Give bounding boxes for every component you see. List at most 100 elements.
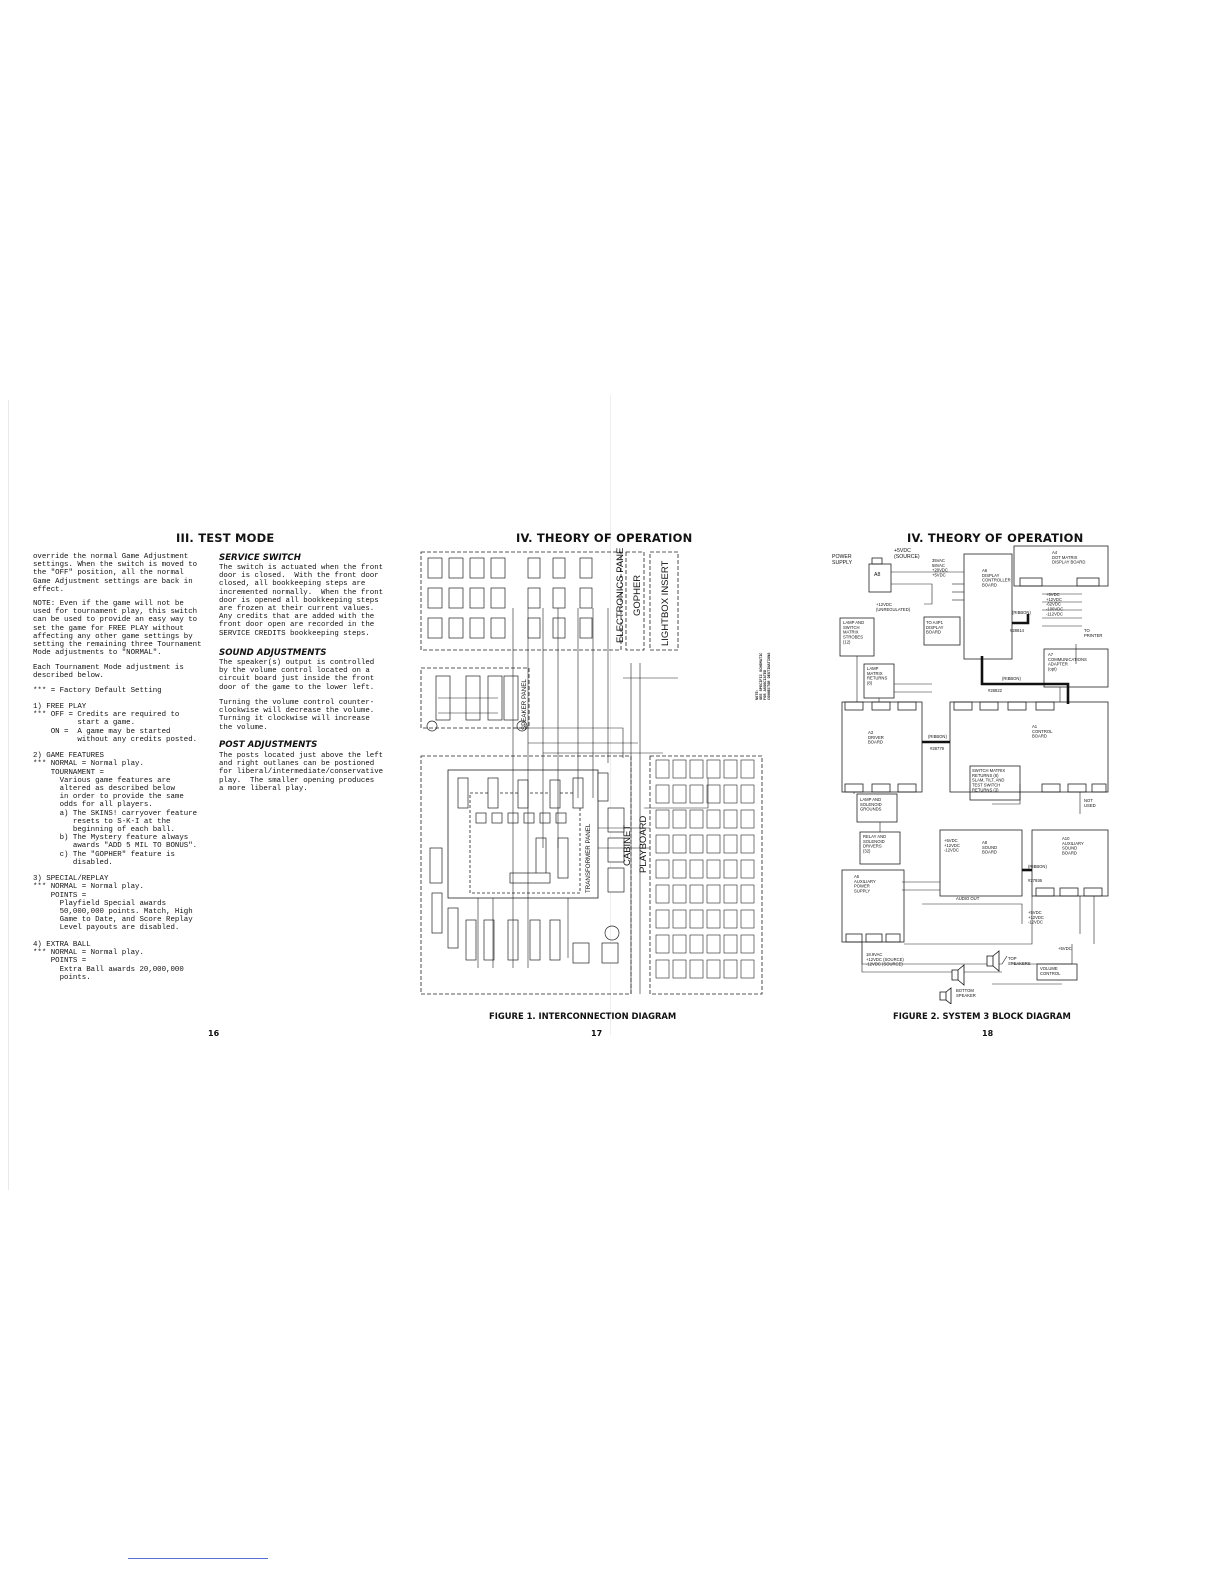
connector-block [490, 617, 506, 639]
fold-line [610, 395, 611, 1035]
connector-block [723, 784, 738, 804]
connector-block [427, 557, 443, 579]
connector-block [723, 834, 738, 854]
connector-block [672, 934, 687, 954]
connector-block [740, 859, 755, 879]
connector-block [655, 934, 670, 954]
cabinet-outline [420, 755, 632, 995]
connector-block [523, 812, 535, 824]
connector-block [490, 587, 506, 609]
gopher-label: GOPHER [632, 575, 643, 616]
connector-block [527, 557, 541, 579]
page18-number: 18 [982, 1029, 994, 1038]
interconnect-wires [438, 608, 709, 994]
connector-block [491, 812, 503, 824]
sound-adjustments-title: SOUND ADJUSTMENTS [219, 648, 327, 658]
page16-note: NOTE: Even if the game will not be used … [33, 600, 202, 658]
ribbon-label-4: (RIBBON) [1028, 864, 1047, 869]
connector-block [672, 859, 687, 879]
connector-block [555, 812, 567, 824]
connector-block [740, 934, 755, 954]
unregulated-label: +12VDC(UNREGULATED) [876, 602, 911, 612]
connector-block [689, 934, 704, 954]
a8-power-box [868, 563, 892, 593]
connector-block [549, 919, 561, 961]
connector-block [672, 784, 687, 804]
connector-block [655, 859, 670, 879]
connector-block [475, 812, 487, 824]
connector-block [552, 617, 566, 639]
a10-inputs: +5VDC+12VDC-12VDC [1028, 910, 1044, 925]
connector-block [706, 934, 721, 954]
page16-adjustment-list: 1) FREE PLAY *** OFF = Credits are requi… [33, 703, 198, 982]
cable-28822-label: #28822 [988, 688, 1003, 693]
connector-block [655, 834, 670, 854]
cable-28814-label: #28814 [1010, 628, 1025, 633]
page16-number: 16 [208, 1029, 220, 1038]
a1-control-board-box [949, 701, 1109, 793]
connector-block [706, 909, 721, 929]
speaker-icon [426, 720, 438, 732]
playboard-outline [649, 755, 763, 995]
connector-block [607, 807, 625, 833]
connector-block [655, 909, 670, 929]
connector-block [740, 834, 755, 854]
connector-block [597, 772, 609, 802]
page16-heading: III. TEST MODE [176, 531, 275, 545]
interconnection-diagram: ELECTRONICS PANEL GOPHER LIGHTBOX INSERT… [420, 548, 763, 995]
connector-block [427, 617, 443, 639]
connector-block [655, 784, 670, 804]
speaker-panel-label: SPEAKER PANEL [521, 679, 528, 730]
connector-block [740, 884, 755, 904]
connector-block [689, 859, 704, 879]
connector-block [469, 587, 485, 609]
connector-block [706, 809, 721, 829]
gopher-outline [625, 551, 645, 651]
connector-block [607, 867, 625, 893]
connector-block [706, 834, 721, 854]
connector-block [672, 834, 687, 854]
connector-block [447, 907, 459, 949]
ribbon-label-3: (RIBBON) [928, 734, 947, 739]
page16-each: Each Tournament Mode adjustment is descr… [33, 664, 184, 681]
top-speaker-icon [951, 964, 965, 986]
connector-block [672, 809, 687, 829]
connector-block [740, 759, 755, 779]
connector-block [740, 784, 755, 804]
connector-block [723, 884, 738, 904]
connector-block [706, 859, 721, 879]
a4-voltages: +5VDC+12VDC-62VDC-100VDC-112VDC [1046, 592, 1063, 616]
ribbon-label-2: (RIBBON) [1002, 676, 1021, 681]
top-speaker-icon [986, 950, 1000, 972]
service-switch-body: The switch is actuated when the front do… [219, 564, 384, 638]
cable-27936-label: #27936 [1028, 878, 1043, 883]
post-adjustments-body: The posts located just above the left an… [219, 752, 384, 793]
connector-block [429, 847, 443, 884]
connector-block [723, 959, 738, 979]
connector-block [448, 617, 464, 639]
ribbon-28822 [980, 656, 1070, 704]
a8-sound-inputs: +5VDC+12VDC-12VDC [944, 838, 960, 853]
transformer-panel-label: TRANSFORMER PANEL [585, 823, 592, 893]
connector-block [529, 919, 541, 961]
service-switch-title: SERVICE SWITCH [219, 553, 301, 563]
connector-block [431, 892, 443, 934]
connector-block [655, 884, 670, 904]
sound-adjustments-body-1: The speaker(s) output is controlled by t… [219, 659, 375, 692]
connector-block [740, 959, 755, 979]
connector-block [557, 837, 569, 879]
figure2-caption: FIGURE 2. SYSTEM 3 BLOCK DIAGRAM [893, 1011, 1071, 1021]
connector-block [689, 834, 704, 854]
